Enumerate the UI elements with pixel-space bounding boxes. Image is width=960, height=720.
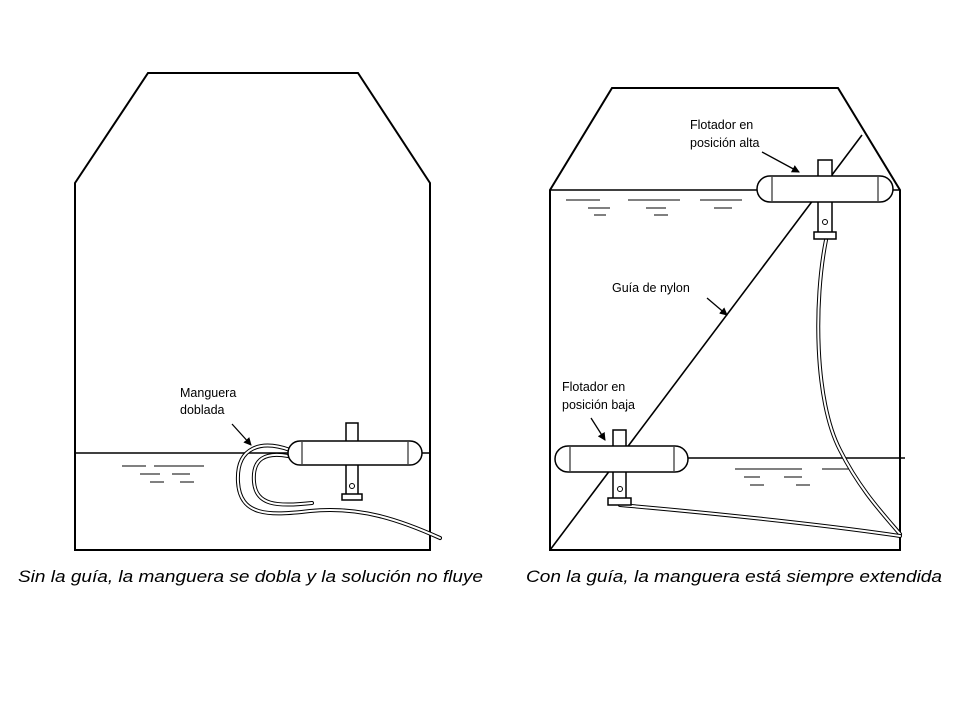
float-high <box>756 159 894 240</box>
label-float-high-line-2: posición alta <box>690 136 760 150</box>
label-float-low: Flotador en posición baja <box>562 380 635 441</box>
label-float-high-arrow <box>761 151 800 173</box>
left-hose <box>235 443 442 540</box>
left-float-bracket <box>341 493 363 501</box>
label-nylon-guide: Guía de nylon <box>612 281 728 316</box>
right-top-ripples <box>566 199 742 216</box>
right-hose-low <box>618 503 902 538</box>
label-float-high: Flotador en posición alta <box>690 118 800 173</box>
float-high-bracket <box>813 231 837 240</box>
left-tank-outline <box>74 72 431 551</box>
left-float-pin <box>349 483 355 489</box>
left-water-ripples <box>122 465 204 483</box>
right-bottom-ripples <box>735 468 852 486</box>
float-low-body <box>554 445 689 473</box>
label-nylon-guide-arrow <box>706 297 728 316</box>
float-low-bracket <box>607 497 632 506</box>
label-float-low-line-1: Flotador en <box>562 380 625 394</box>
float-high-pin <box>822 219 828 225</box>
right-hose-high <box>816 238 902 536</box>
left-float-body <box>287 440 423 466</box>
float-high-body <box>756 175 894 203</box>
label-nylon-guide-text: Guía de nylon <box>612 281 690 295</box>
label-hose-line-2: doblada <box>180 403 225 417</box>
left-tank-diagram: Manguera doblada <box>74 72 442 551</box>
left-caption: Sin la guía, la manguera se dobla y la s… <box>18 567 483 586</box>
float-low <box>554 429 689 506</box>
right-tank-diagram: Flotador en posición alta Guía de nylon … <box>549 87 905 551</box>
label-hose-bent: Manguera doblada <box>180 386 252 446</box>
left-float <box>287 422 423 501</box>
nylon-guide-line <box>549 134 863 551</box>
label-float-low-line-2: posición baja <box>562 398 635 412</box>
label-float-high-line-1: Flotador en <box>690 118 753 132</box>
label-hose-line-1: Manguera <box>180 386 236 400</box>
float-low-pin <box>617 486 623 492</box>
right-caption: Con la guía, la manguera está siempre ex… <box>526 567 942 586</box>
label-hose-arrow <box>231 423 252 446</box>
label-float-low-arrow <box>590 417 606 441</box>
